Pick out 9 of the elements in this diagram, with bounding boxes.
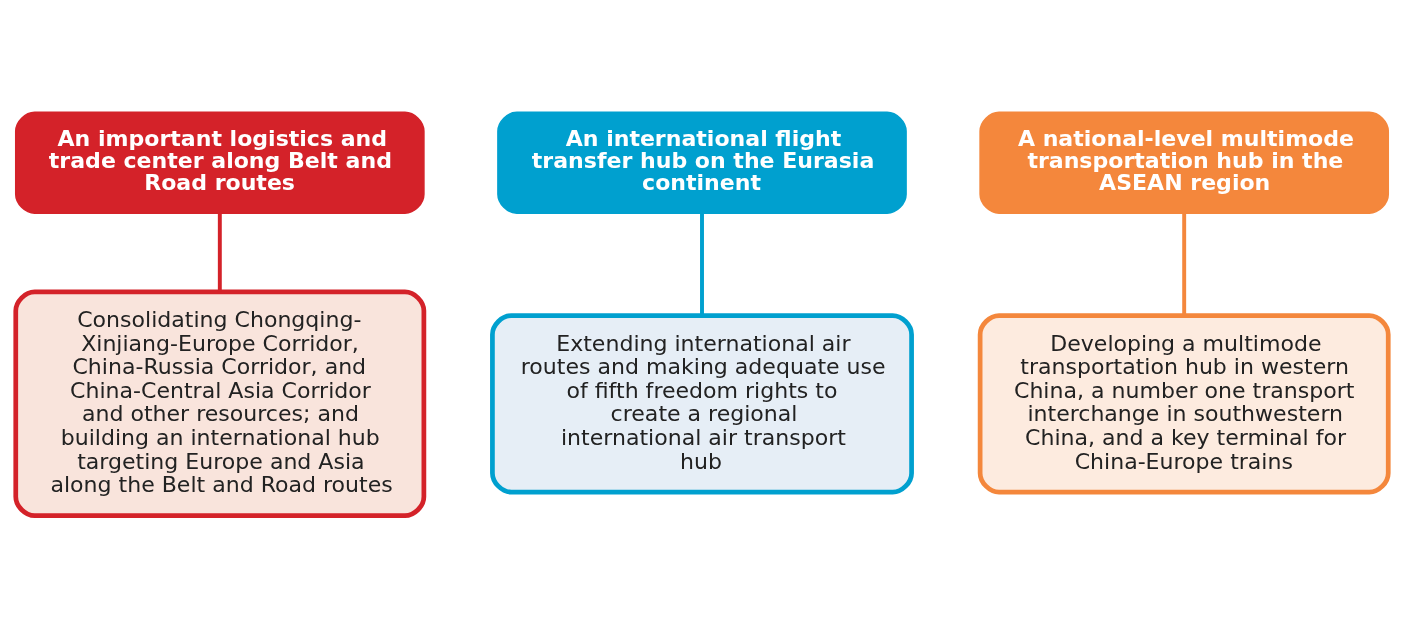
node-box: Consolidating Chongqing-Xinjiang-Europe Corridor, China-Russia Corridor, and China-Central Asia Corridor and other resources; and building an international hub targeting Europe and Asia along the Belt and Road routes (13, 289, 427, 519)
node-box: Developing a multimode transportation hub in western China, a number one transport interchange in southwestern China, and a key terminal for China-Europe trains (977, 313, 1391, 495)
connector (700, 213, 704, 316)
connector (1182, 213, 1187, 316)
connector (217, 213, 222, 292)
node-box: Extending international air routes and making adequate use of fifth freedom rights to create a regional international air transport hub (490, 313, 914, 495)
node-box: An international flight transfer hub on the Eurasia continent (497, 111, 907, 214)
node-box: An important logistics and trade center along Belt and Road routes (14, 111, 425, 214)
node-box: A national-level multimode transportation hub in the ASEAN region (979, 111, 1390, 214)
